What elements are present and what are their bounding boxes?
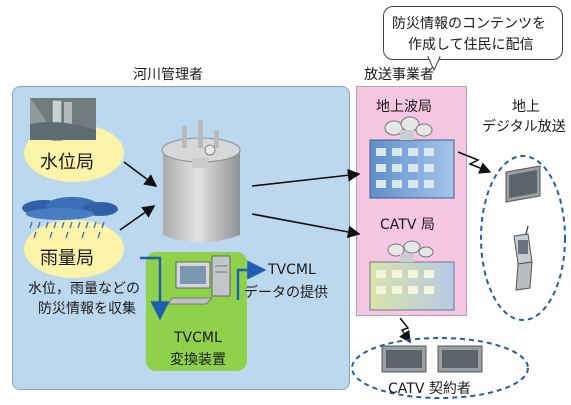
subscriber-tv-icon [381, 345, 483, 373]
provide-line-2: データの提供 [244, 285, 328, 301]
terrestrial-station-label: 地上波局 [376, 99, 432, 115]
cable-signal-icon [399, 317, 411, 344]
water-gauge-icon [30, 98, 96, 141]
catv-subscribers-label: CATV 契約者 [388, 381, 471, 397]
computer-icon [167, 255, 231, 305]
rain-station-label: 雨量局 [40, 248, 94, 269]
river-manager-title: 河川管理者 [133, 67, 203, 83]
rain-station-highlight [24, 220, 124, 278]
broadcaster-title: 放送事業者 [364, 67, 434, 83]
server-icon [161, 120, 241, 243]
collect-line-2: 防災情報を収集 [38, 301, 136, 317]
provide-line-1: TVCML [268, 262, 316, 278]
catv-station-building-icon [369, 240, 455, 311]
digital-receivers-area [480, 155, 566, 321]
mobile-phone-icon [513, 225, 533, 291]
converter-line-2: 変換装置 [170, 352, 226, 368]
converter-line-1: TVCML [174, 330, 222, 346]
catv-subscribers-area [351, 337, 529, 399]
rain-cloud-icon [22, 197, 118, 239]
callout-bubble [383, 6, 563, 60]
digital-broadcast-line-1: 地上 [512, 99, 540, 115]
water-station-label: 水位局 [40, 152, 94, 173]
callout-line-2: 作成して住民に配信 [408, 37, 534, 53]
callout-line-1: 防災情報のコンテンツを [392, 16, 546, 32]
catv-station-label: CATV 局 [380, 217, 435, 233]
collect-line-1: 水位，雨量などの [28, 281, 140, 297]
digital-broadcast-line-2: デジタル放送 [482, 119, 566, 135]
terrestrial-station-building-icon [369, 116, 455, 199]
flat-tv-icon [505, 165, 541, 203]
wireless-signal-icon [457, 151, 492, 174]
